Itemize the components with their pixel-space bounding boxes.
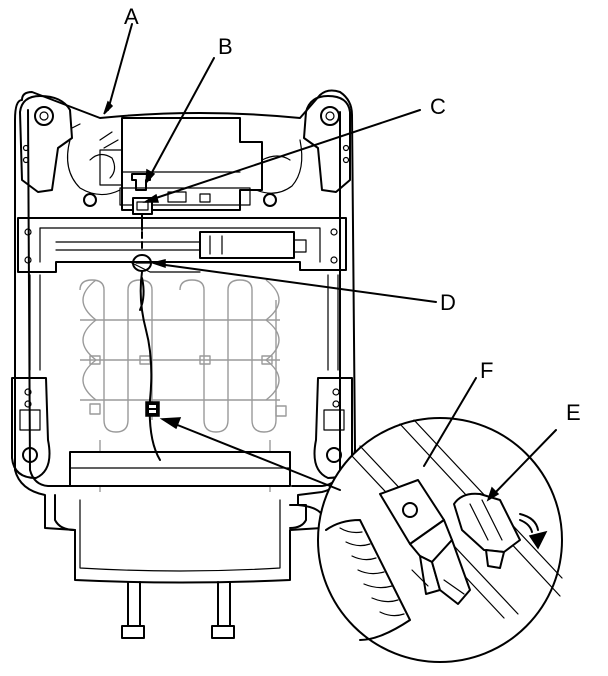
rotation-arrow-icon <box>519 513 548 550</box>
callout-f: F <box>480 358 493 383</box>
seat-legs <box>121 581 235 639</box>
clip-e <box>453 492 521 569</box>
callout-a: A <box>124 4 139 29</box>
callout-d: D <box>440 290 456 315</box>
corrugated-tube <box>325 519 411 641</box>
leader-lines <box>103 23 557 502</box>
callout-c: C <box>430 94 446 119</box>
clip-e-location <box>145 401 160 417</box>
bracket-f <box>379 479 471 605</box>
callout-labels: A B C D E F <box>124 4 581 425</box>
rear-right-bracket <box>303 95 351 193</box>
wire-harness <box>139 214 161 461</box>
callout-e: E <box>566 400 581 425</box>
rear-left-bracket <box>19 95 73 193</box>
detail-view <box>317 417 563 663</box>
middle-cross-member <box>17 217 347 273</box>
front-left-bracket <box>11 377 51 479</box>
callout-b: B <box>218 34 233 59</box>
rear-cross-member <box>67 117 303 211</box>
side-rails <box>29 274 339 371</box>
seat-frame <box>14 89 356 584</box>
